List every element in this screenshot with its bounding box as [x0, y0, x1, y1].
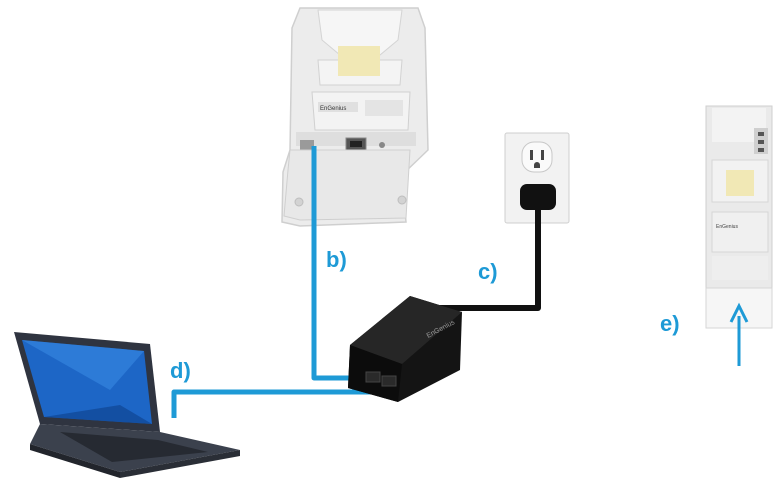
label-b: b)	[326, 247, 347, 272]
ethernet-cable-lan	[171, 389, 378, 418]
label-d: d)	[170, 358, 191, 383]
access-point-brand: EnGenius	[320, 106, 346, 112]
access-point: EnGenius	[281, 7, 429, 227]
laptop	[14, 332, 240, 478]
label-c: c)	[478, 259, 498, 284]
wall-outlet	[504, 132, 570, 224]
power-cable	[418, 210, 541, 311]
label-e: e)	[660, 311, 680, 336]
side-brand: EnGenius	[716, 224, 738, 230]
up-arrow-icon	[729, 302, 749, 366]
access-point-side: EnGenius	[705, 105, 773, 329]
poe-injector: EnGenius	[348, 296, 462, 402]
